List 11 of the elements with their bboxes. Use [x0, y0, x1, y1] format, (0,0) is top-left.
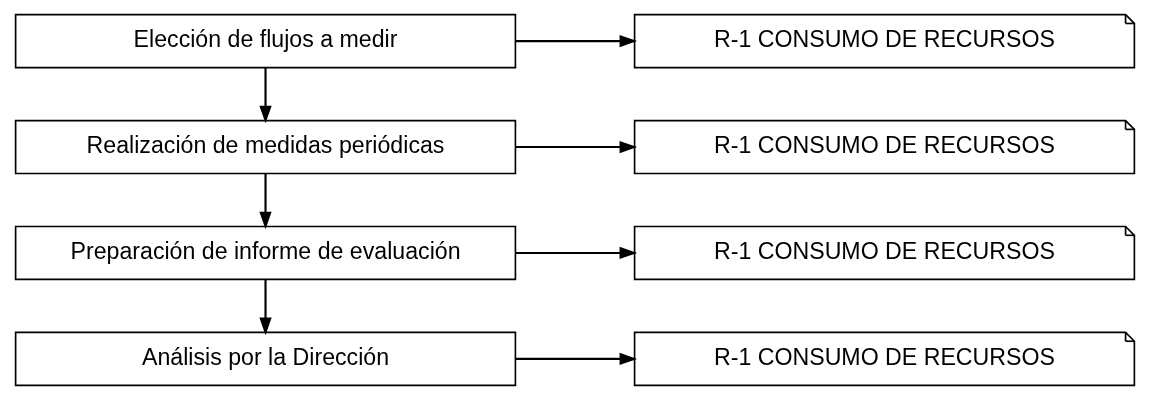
- node-box: Preparación de informe de evaluación: [14, 225, 517, 281]
- arrow: [259, 67, 272, 124]
- arrow: [515, 246, 638, 260]
- arrow: [515, 140, 638, 154]
- arrow: [259, 173, 272, 230]
- node-box: Elección de flujos a medir: [14, 13, 517, 69]
- arrow: [515, 352, 638, 366]
- node-box: Realización de medidas periódicas: [14, 119, 517, 175]
- arrow: [515, 34, 638, 48]
- node-box: Análisis por la Dirección: [14, 331, 517, 387]
- arrow: [259, 279, 272, 336]
